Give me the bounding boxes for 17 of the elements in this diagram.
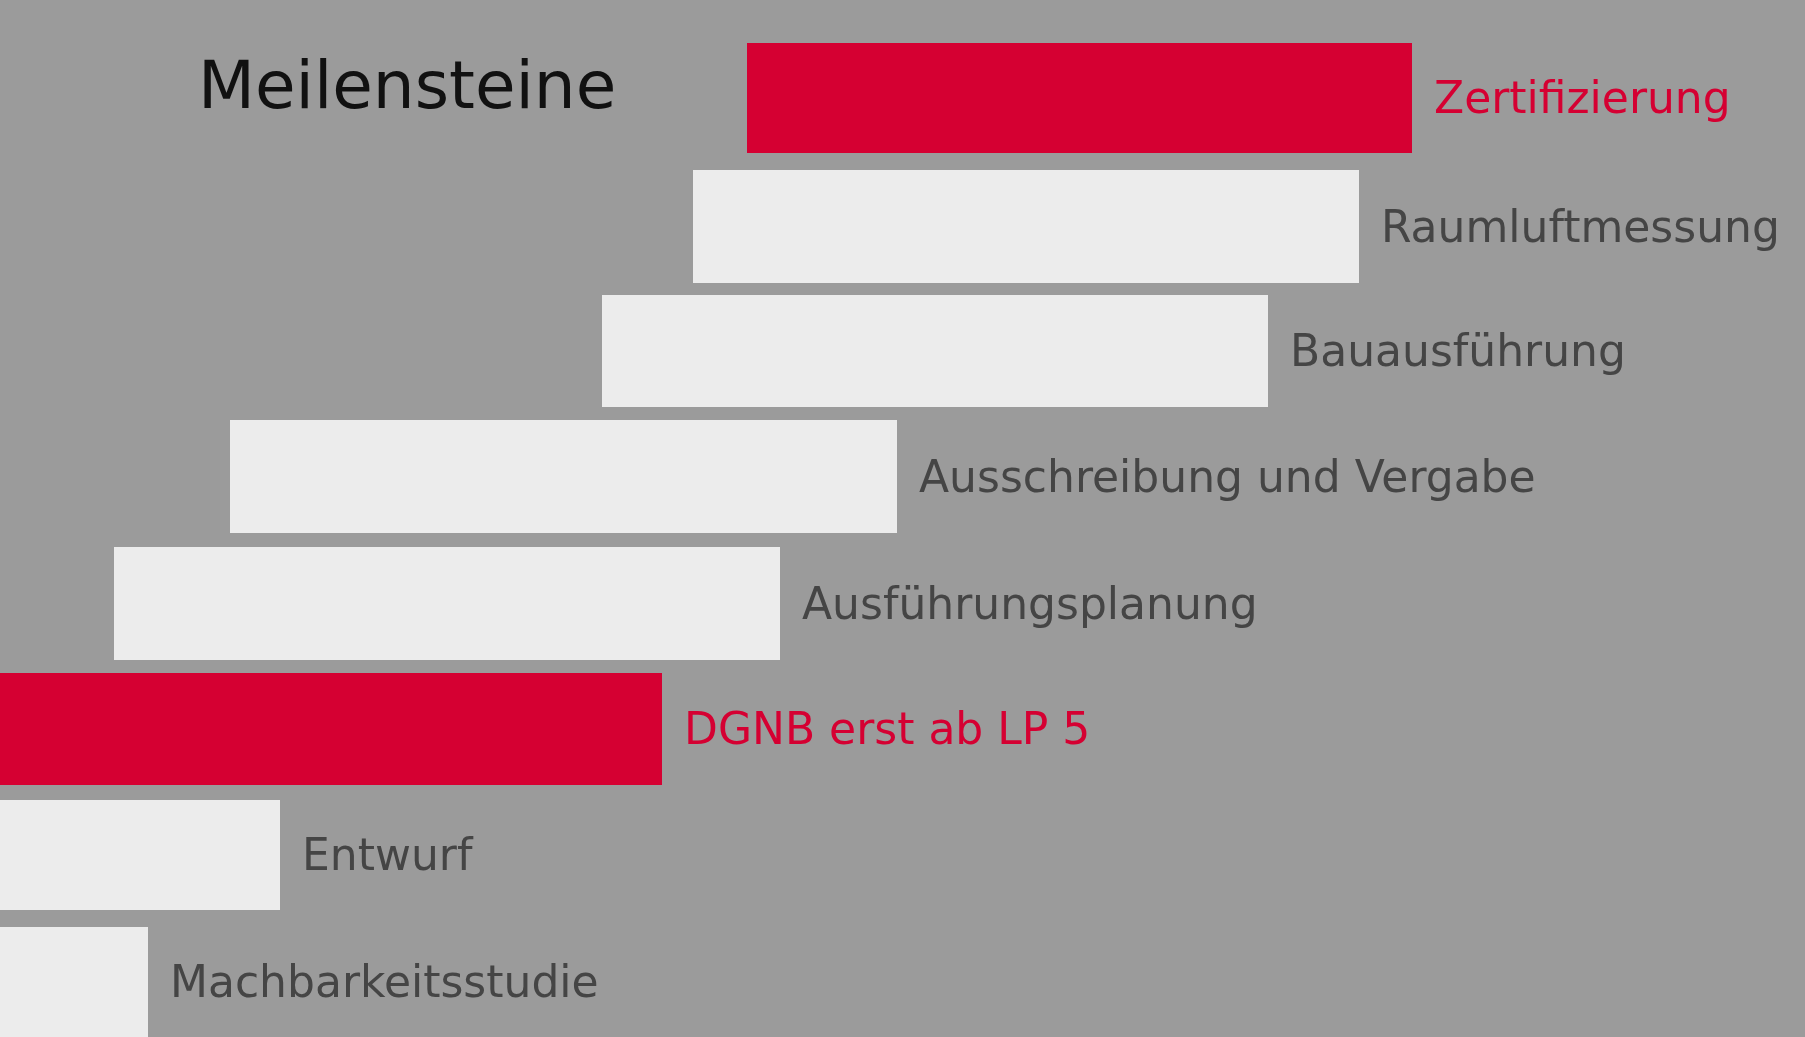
milestone-bar [0,673,662,785]
milestone-bar [747,43,1412,153]
milestone-bar [114,547,780,660]
milestone-label: Ausschreibung und Vergabe [919,454,1536,499]
milestone-bar [602,295,1268,407]
milestone-label: Raumluftmessung [1381,204,1780,249]
milestone-label: Ausführungsplanung [802,581,1258,626]
milestone-label: Bauausführung [1290,329,1626,373]
milestone-label: Entwurf [302,833,473,877]
milestone-bar [0,800,280,910]
milestone-bar [693,170,1359,283]
milestone-label: DGNB erst ab LP 5 [684,707,1091,751]
milestone-label: Machbarkeitsstudie [170,960,599,1004]
milestone-label: Zertifizierung [1434,76,1731,120]
title: Meilensteine [198,53,617,119]
milestone-bar [230,420,897,533]
milestone-bar [0,927,148,1037]
